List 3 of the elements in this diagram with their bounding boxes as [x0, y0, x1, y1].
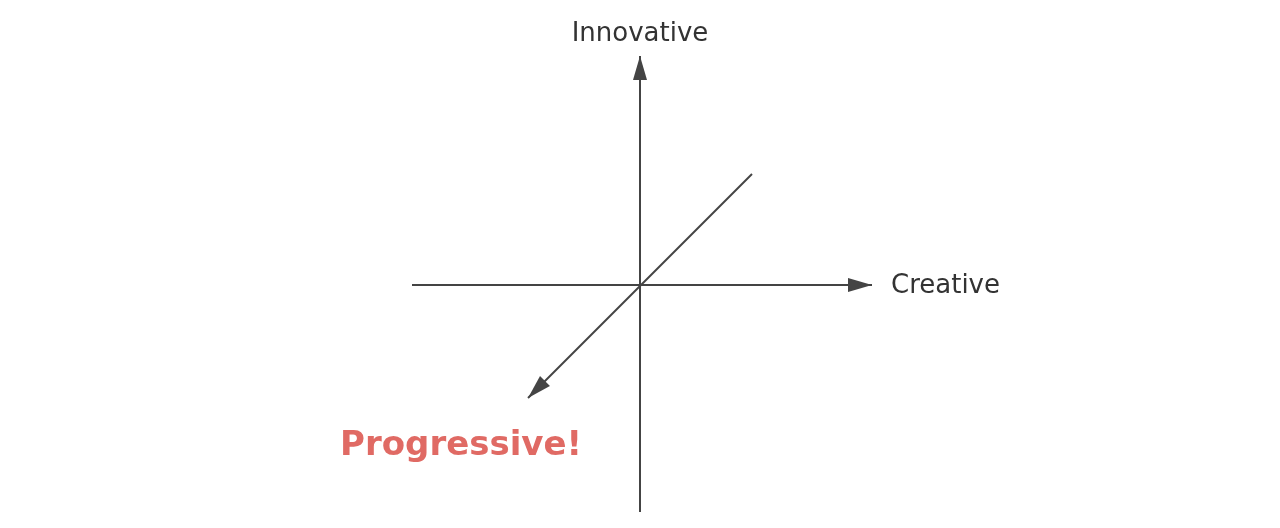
- axis-label: Innovative: [571, 19, 709, 45]
- axis-label: Creative: [891, 271, 1000, 297]
- axis-label: Progressive!: [340, 426, 583, 460]
